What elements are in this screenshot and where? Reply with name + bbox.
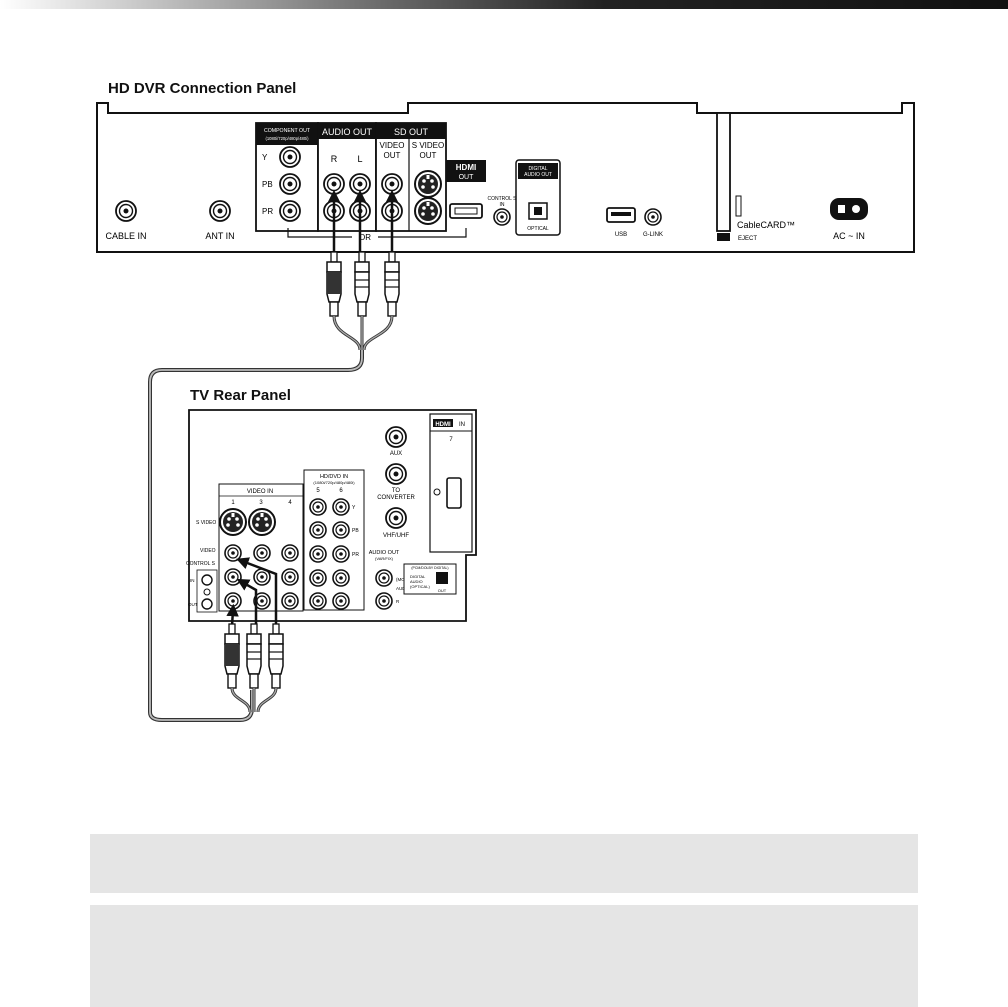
hdmi-out-label-2: OUT — [459, 174, 475, 181]
tv-audio-out-label: AUDIO OUT — [369, 550, 400, 556]
info-box-2 — [90, 905, 918, 1007]
g-link-jack — [644, 208, 662, 226]
to-converter-jack — [385, 463, 407, 485]
cable-in-label: CABLE IN — [105, 231, 146, 241]
vhf-uhf-jack — [385, 507, 407, 529]
control-s-in-jack — [493, 208, 511, 226]
ant-in-jack — [209, 200, 231, 222]
tv-digital-out: OUT — [438, 588, 447, 593]
hd-dvd-res-label: (1080i/720p/480p/480i) — [313, 480, 355, 485]
hdmi-in-label: HDMI — [435, 422, 451, 428]
tv-r-label: R — [396, 599, 400, 604]
ant-in-label: ANT IN — [205, 231, 234, 241]
tv-in-3-label: 3 — [259, 500, 263, 506]
audio-out-l-jack — [349, 173, 371, 195]
to-converter-label-1: TO — [392, 488, 401, 494]
tv-panel-title: TV Rear Panel — [190, 387, 291, 404]
audio-out-r-jack — [323, 173, 345, 195]
video-out-label-2: OUT — [384, 151, 401, 160]
usb-label: USB — [615, 232, 627, 238]
component-res-label: (1080i/720p/480p/480i) — [265, 136, 309, 141]
eject-label: EJECT — [738, 236, 757, 242]
ac-in-label: AC ~ IN — [833, 231, 865, 241]
tv-in-1-label: 1 — [231, 500, 235, 506]
tv-control-out-label: OUT — [188, 602, 198, 607]
video-out-jack — [381, 173, 403, 195]
control-s-in-label-1: CONTROL S — [488, 196, 518, 202]
tv-video-in-3 — [253, 544, 271, 562]
tv-video-in-label: VIDEO IN — [247, 489, 273, 495]
tv-s-video-1 — [219, 508, 247, 536]
cablecard-slot — [716, 112, 731, 232]
tv-optical-port — [436, 572, 448, 584]
s-video-out-jack — [414, 170, 442, 198]
ac-in-socket — [830, 198, 868, 220]
eject-button — [717, 233, 730, 241]
hdmi-out-label-1: HDMI — [456, 163, 476, 172]
top-header-bar — [0, 0, 1008, 9]
hdmi-in-num: 7 — [449, 437, 453, 443]
tv-digital-audio-1: DIGITAL — [410, 574, 426, 579]
to-converter-label-2: CONVERTER — [377, 495, 415, 501]
digital-audio-label-1: DIGITAL — [528, 166, 547, 172]
tv-audio-in-r-1 — [224, 592, 242, 610]
tv-audio-out-sub: (VAR/FIX) — [375, 556, 394, 561]
s-video-out-label-1: S VIDEO — [412, 141, 444, 150]
hd-dvd-in-label: HD/DVD IN — [320, 474, 348, 480]
sd-out-label: SD OUT — [394, 127, 429, 137]
tv-s-video-3 — [248, 508, 276, 536]
component-pb-jack — [279, 173, 301, 195]
control-s-in-label-2: IN — [500, 202, 505, 208]
optical-label: OPTICAL — [527, 226, 549, 232]
tv-video-in-4 — [281, 544, 299, 562]
tv-control-s-label: CONTROL S — [186, 561, 216, 567]
pr-label: PR — [262, 207, 273, 216]
tv-digital-audio-3: (OPTICAL) — [410, 584, 430, 589]
vhf-uhf-label: VHF/UHF — [383, 533, 409, 539]
dvr-panel-title: HD DVR Connection Panel — [108, 80, 297, 97]
tv-pr-label: PR — [352, 552, 359, 558]
tv-control-in-label: IN — [190, 578, 195, 583]
s-video-out2-jack — [414, 197, 442, 225]
audio-r-label: R — [331, 154, 338, 164]
tv-y-label: Y — [352, 505, 356, 511]
pb-label: PB — [262, 180, 273, 189]
tv-in-4-label: 4 — [288, 500, 292, 506]
hdmi-in-port — [446, 477, 462, 509]
audio-out-label: AUDIO OUT — [322, 127, 373, 137]
audio-l-label: L — [357, 154, 362, 164]
tv-in-5-label: 5 — [316, 488, 320, 494]
tv-video-in-1 — [224, 544, 242, 562]
tv-pb-label: PB — [352, 528, 359, 534]
info-box-1 — [90, 834, 918, 893]
aux-label: AUX — [390, 451, 402, 457]
component-out-label: COMPONENT OUT — [264, 128, 311, 134]
aux-jack — [385, 426, 407, 448]
tv-video-label: VIDEO — [200, 548, 216, 554]
cablecard-label: CableCARD™ — [737, 220, 795, 230]
cable-in-jack — [115, 200, 137, 222]
or-label: OR — [359, 233, 371, 242]
component-y-jack — [279, 146, 301, 168]
video-out-label-1: VIDEO — [380, 141, 405, 150]
tv-s-video-label: S VIDEO — [196, 520, 216, 526]
tv-pcm-label: (PCM/DOLBY DIGITAL) — [411, 566, 448, 570]
tv-digital-audio-2: AUDIO — [410, 579, 423, 584]
g-link-label: G-LINK — [643, 232, 663, 238]
component-pr-jack — [279, 200, 301, 222]
s-video-out-label-2: OUT — [420, 151, 437, 160]
hdmi-in-suffix: IN — [459, 422, 465, 428]
digital-audio-label-2: AUDIO OUT — [524, 172, 552, 178]
y-label: Y — [262, 153, 268, 162]
tv-audio-label: AUDIO — [396, 586, 411, 591]
tv-in-6-label: 6 — [339, 488, 343, 494]
